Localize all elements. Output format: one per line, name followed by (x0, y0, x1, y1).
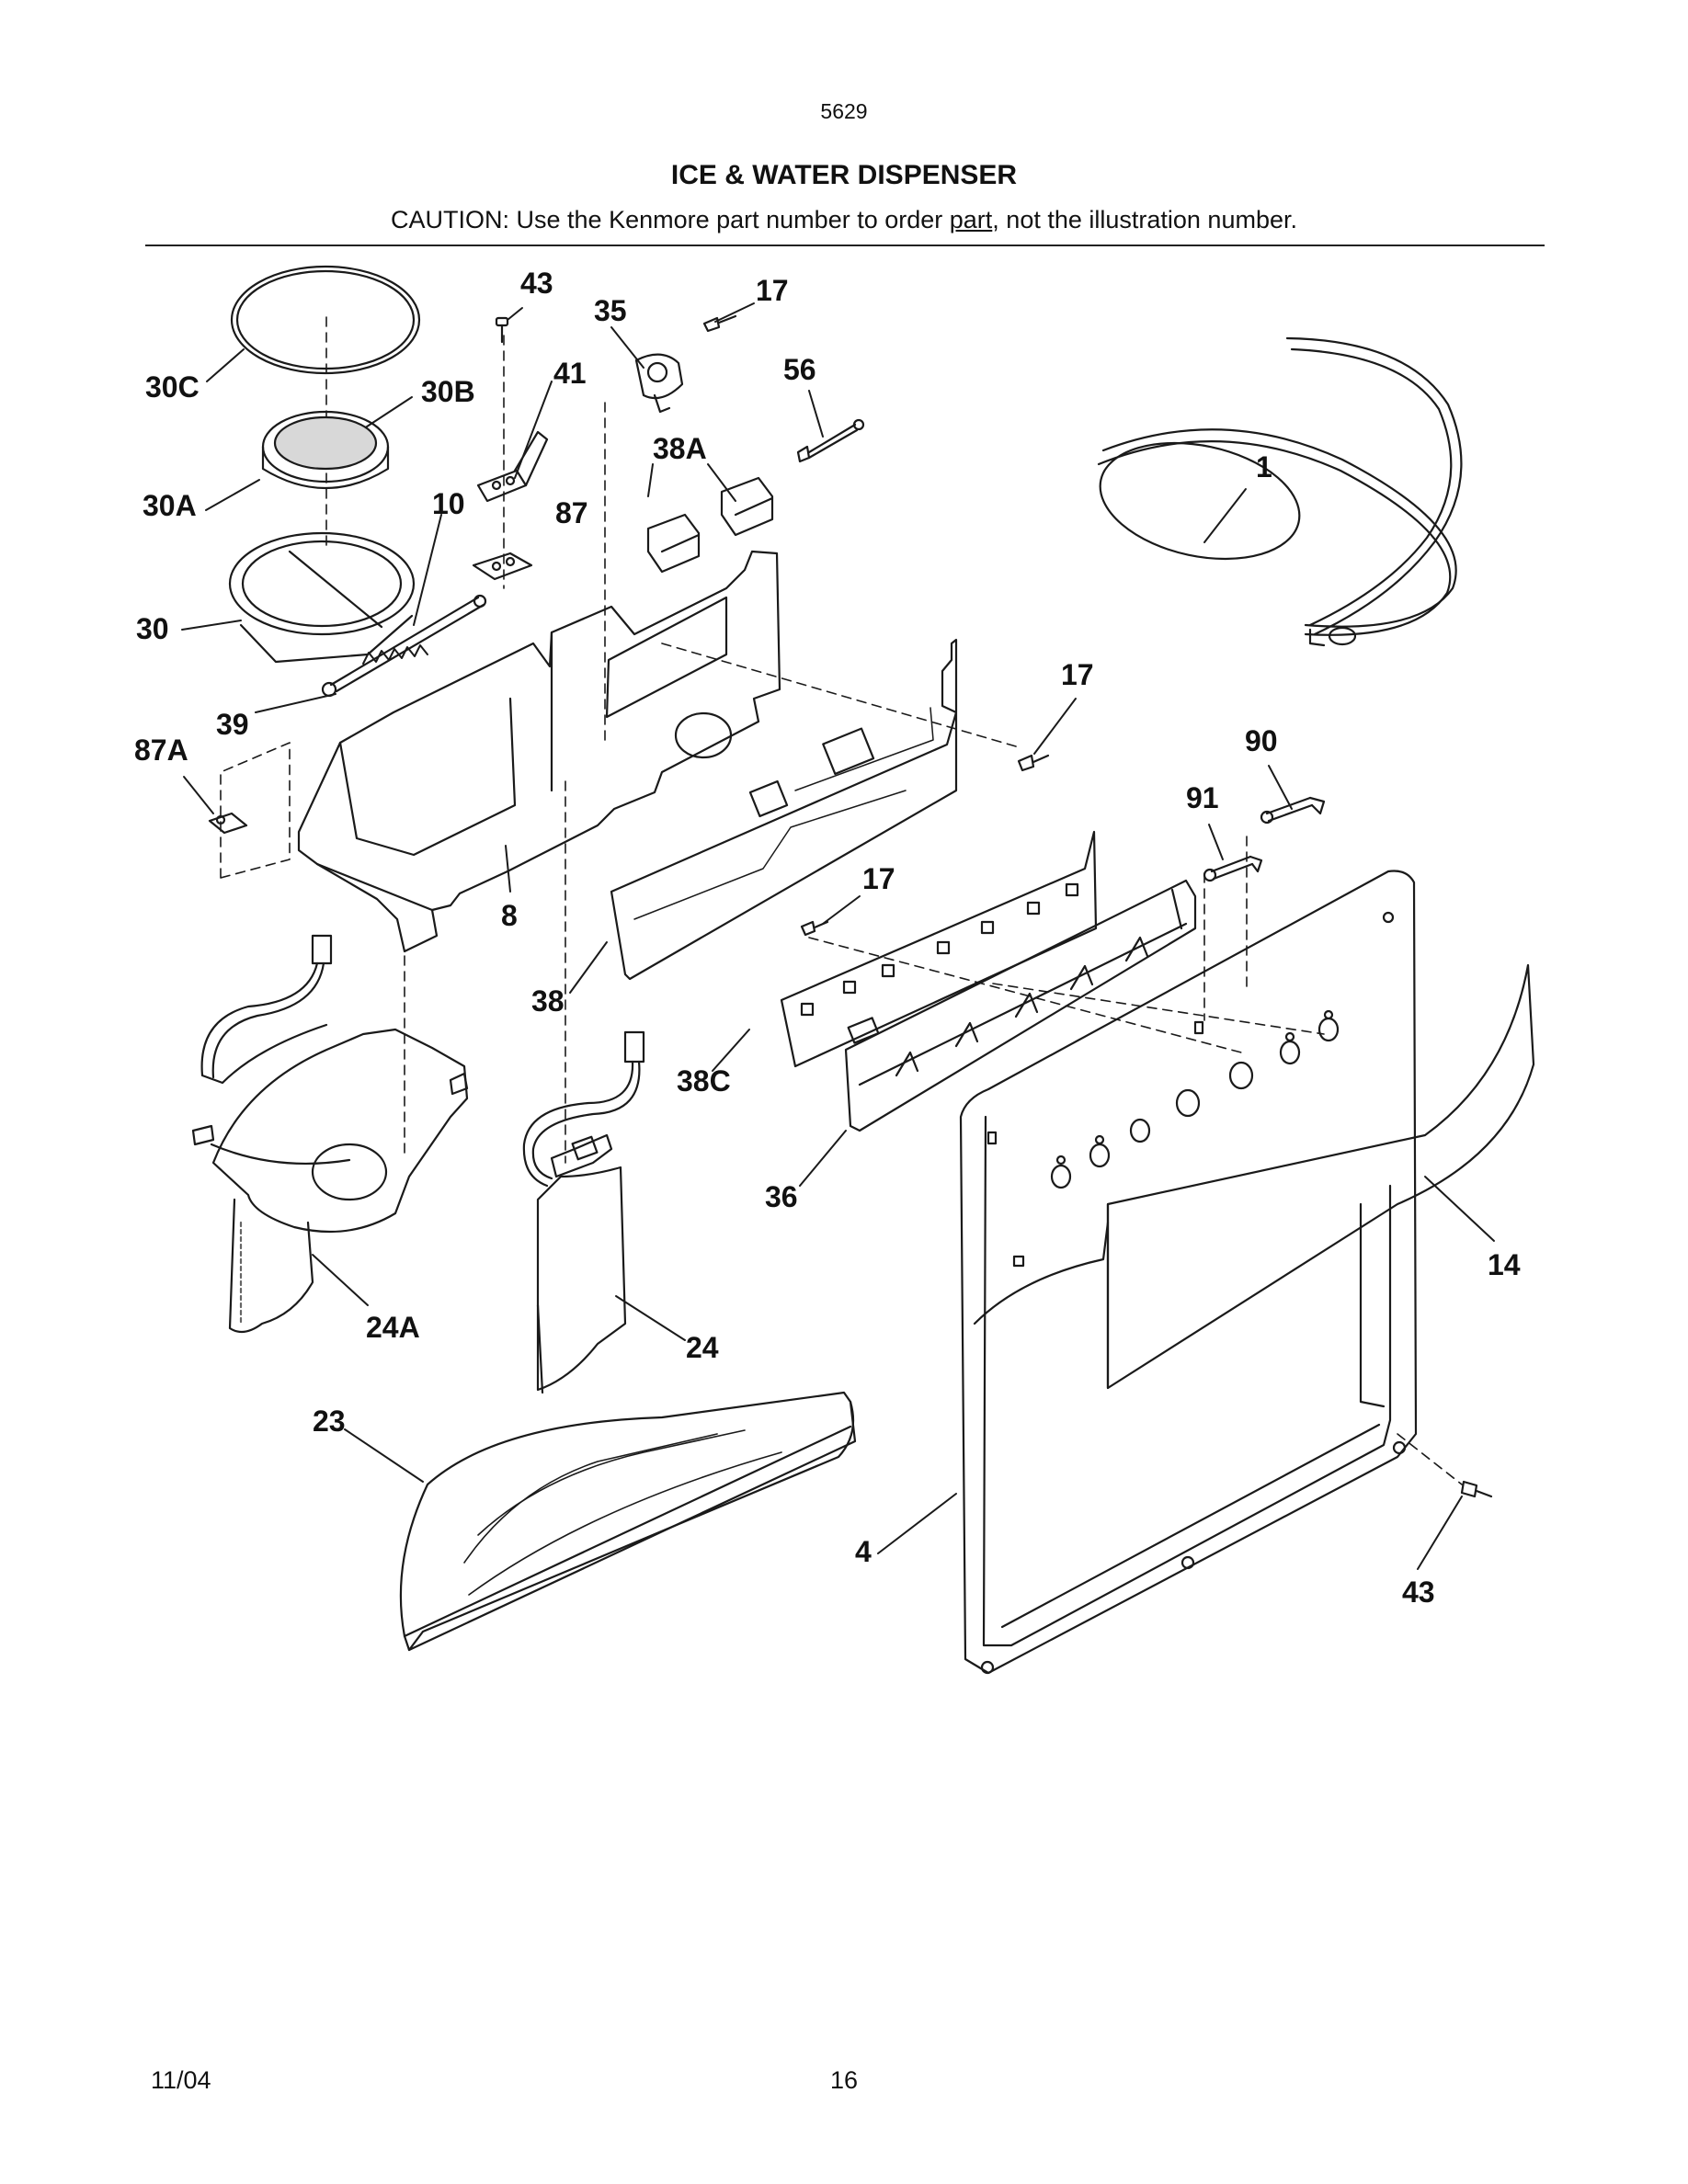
assembly-dashed-lines (220, 316, 1463, 1485)
ice-funnel-24a (191, 934, 469, 1334)
footer-page-number: 16 (829, 2066, 859, 2094)
housing-8 (297, 550, 781, 953)
bracket-41 (476, 430, 549, 503)
callout-36: 36 (765, 1180, 798, 1213)
callout-87: 87 (555, 496, 588, 529)
callout-30b: 30B (421, 375, 475, 408)
callout-30c: 30C (145, 370, 200, 404)
screw-56-long (796, 418, 865, 463)
tubing-coil-1 (1097, 336, 1463, 647)
water-chute-24 (522, 1030, 645, 1394)
caution-text-end: , not the illustration number. (992, 206, 1297, 233)
switch-38a-right (720, 476, 774, 537)
caution-note: CAUTION: Use the Kenmore part number to … (0, 206, 1688, 234)
switch-38a-left (646, 513, 701, 574)
pcb-38c (780, 830, 1098, 1068)
pin-91 (1203, 855, 1263, 882)
screw-43-top (495, 316, 509, 344)
callout-17-lower: 17 (862, 862, 895, 895)
callout-39: 39 (216, 708, 249, 741)
page-title: ICE & WATER DISPENSER (670, 160, 1018, 190)
actuator-35 (634, 353, 684, 414)
callout-38: 38 (531, 984, 565, 1018)
pin-90 (1260, 796, 1326, 825)
callout-38c: 38C (677, 1064, 731, 1098)
callout-90: 90 (1245, 724, 1278, 757)
dispenser-frame-4 (959, 870, 1418, 1675)
pad-87 (472, 552, 533, 581)
caution-underlined-word: part (949, 206, 993, 233)
lever-bracket-36 (844, 879, 1197, 1132)
callout-24: 24 (686, 1331, 719, 1364)
callout-87a: 87A (134, 734, 188, 767)
callout-56: 56 (783, 353, 816, 386)
callout-43-bottom: 43 (1402, 1575, 1435, 1609)
callout-43-top: 43 (520, 267, 553, 300)
drip-tray-23 (399, 1391, 857, 1652)
callout-10: 10 (432, 487, 465, 520)
screw-17-lower (800, 920, 829, 937)
gasket-ring-30c (230, 265, 421, 375)
callout-38a: 38A (653, 432, 707, 465)
screw-17-top (702, 314, 737, 333)
callout-17-mid: 17 (1061, 658, 1094, 691)
ice-chute-ring-30 (228, 531, 487, 698)
callout-8: 8 (501, 899, 518, 932)
callout-35: 35 (594, 294, 627, 327)
clip-87a (208, 812, 248, 835)
callout-24a: 24A (366, 1311, 420, 1344)
callout-91: 91 (1186, 781, 1219, 814)
callout-14: 14 (1488, 1248, 1521, 1281)
callout-4: 4 (855, 1535, 872, 1568)
callout-30: 30 (136, 612, 169, 645)
footer-date: 11/04 (151, 2066, 211, 2094)
filter-disc-30a (261, 410, 390, 489)
pcb-38 (610, 638, 958, 981)
cover-panel-14 (1106, 963, 1535, 1390)
caution-text-start: CAUTION: Use the Kenmore part number to … (391, 206, 950, 233)
callout-1: 1 (1256, 450, 1272, 483)
screw-43-bottom (1460, 1480, 1493, 1498)
header-rule (145, 245, 1545, 246)
callout-17-top: 17 (756, 274, 789, 307)
page-code: 5629 (820, 99, 868, 123)
callout-30a: 30A (143, 489, 197, 522)
callout-41: 41 (553, 357, 587, 390)
leader-lines (181, 302, 1495, 1570)
screw-17-mid (1017, 754, 1050, 772)
callout-23: 23 (313, 1405, 346, 1438)
